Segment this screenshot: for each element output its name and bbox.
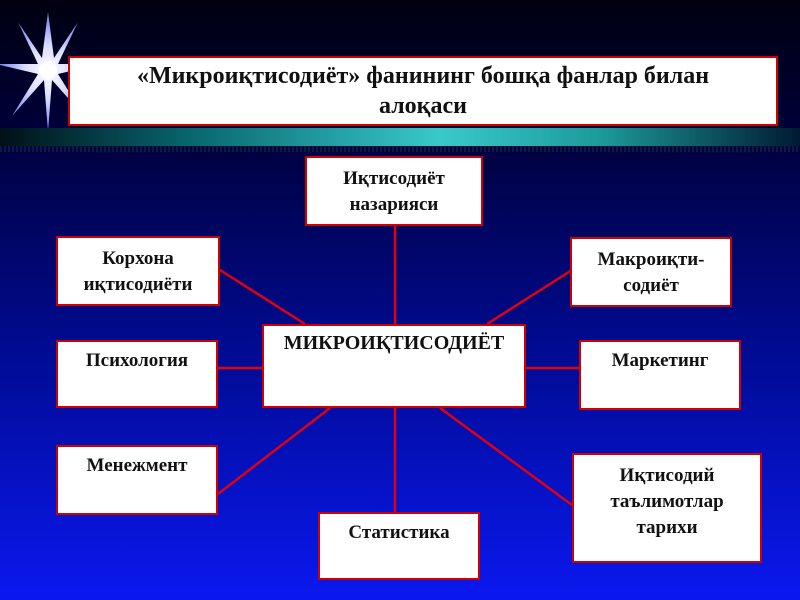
node-bottom: Статистика xyxy=(318,512,480,580)
center-node: МИКРОИҚТИСОДИЁТ xyxy=(262,324,526,408)
connector-bottom-left xyxy=(217,407,331,495)
node-top: Иқтисодиёт назарияси xyxy=(305,156,483,226)
page-title: «Микроиқтисодиёт» фанининг бошқа фанлар … xyxy=(68,56,778,126)
node-top-left: Корхона иқтисодиёти xyxy=(56,236,220,306)
decorative-bar xyxy=(0,128,800,146)
connector-top-left xyxy=(219,268,306,326)
connector-top-right xyxy=(486,268,573,326)
node-bottom-left: Менежмент xyxy=(56,445,218,515)
node-bottom-right: Иқтисодий таълимотлар тарихи xyxy=(572,453,762,563)
node-mid-right: Маркетинг xyxy=(579,340,741,410)
node-top-right: Макроиқти- содиёт xyxy=(570,237,732,307)
connector-bottom-right xyxy=(439,406,573,507)
node-mid-left: Психология xyxy=(56,340,218,408)
decorative-bar-stripes xyxy=(0,146,800,152)
